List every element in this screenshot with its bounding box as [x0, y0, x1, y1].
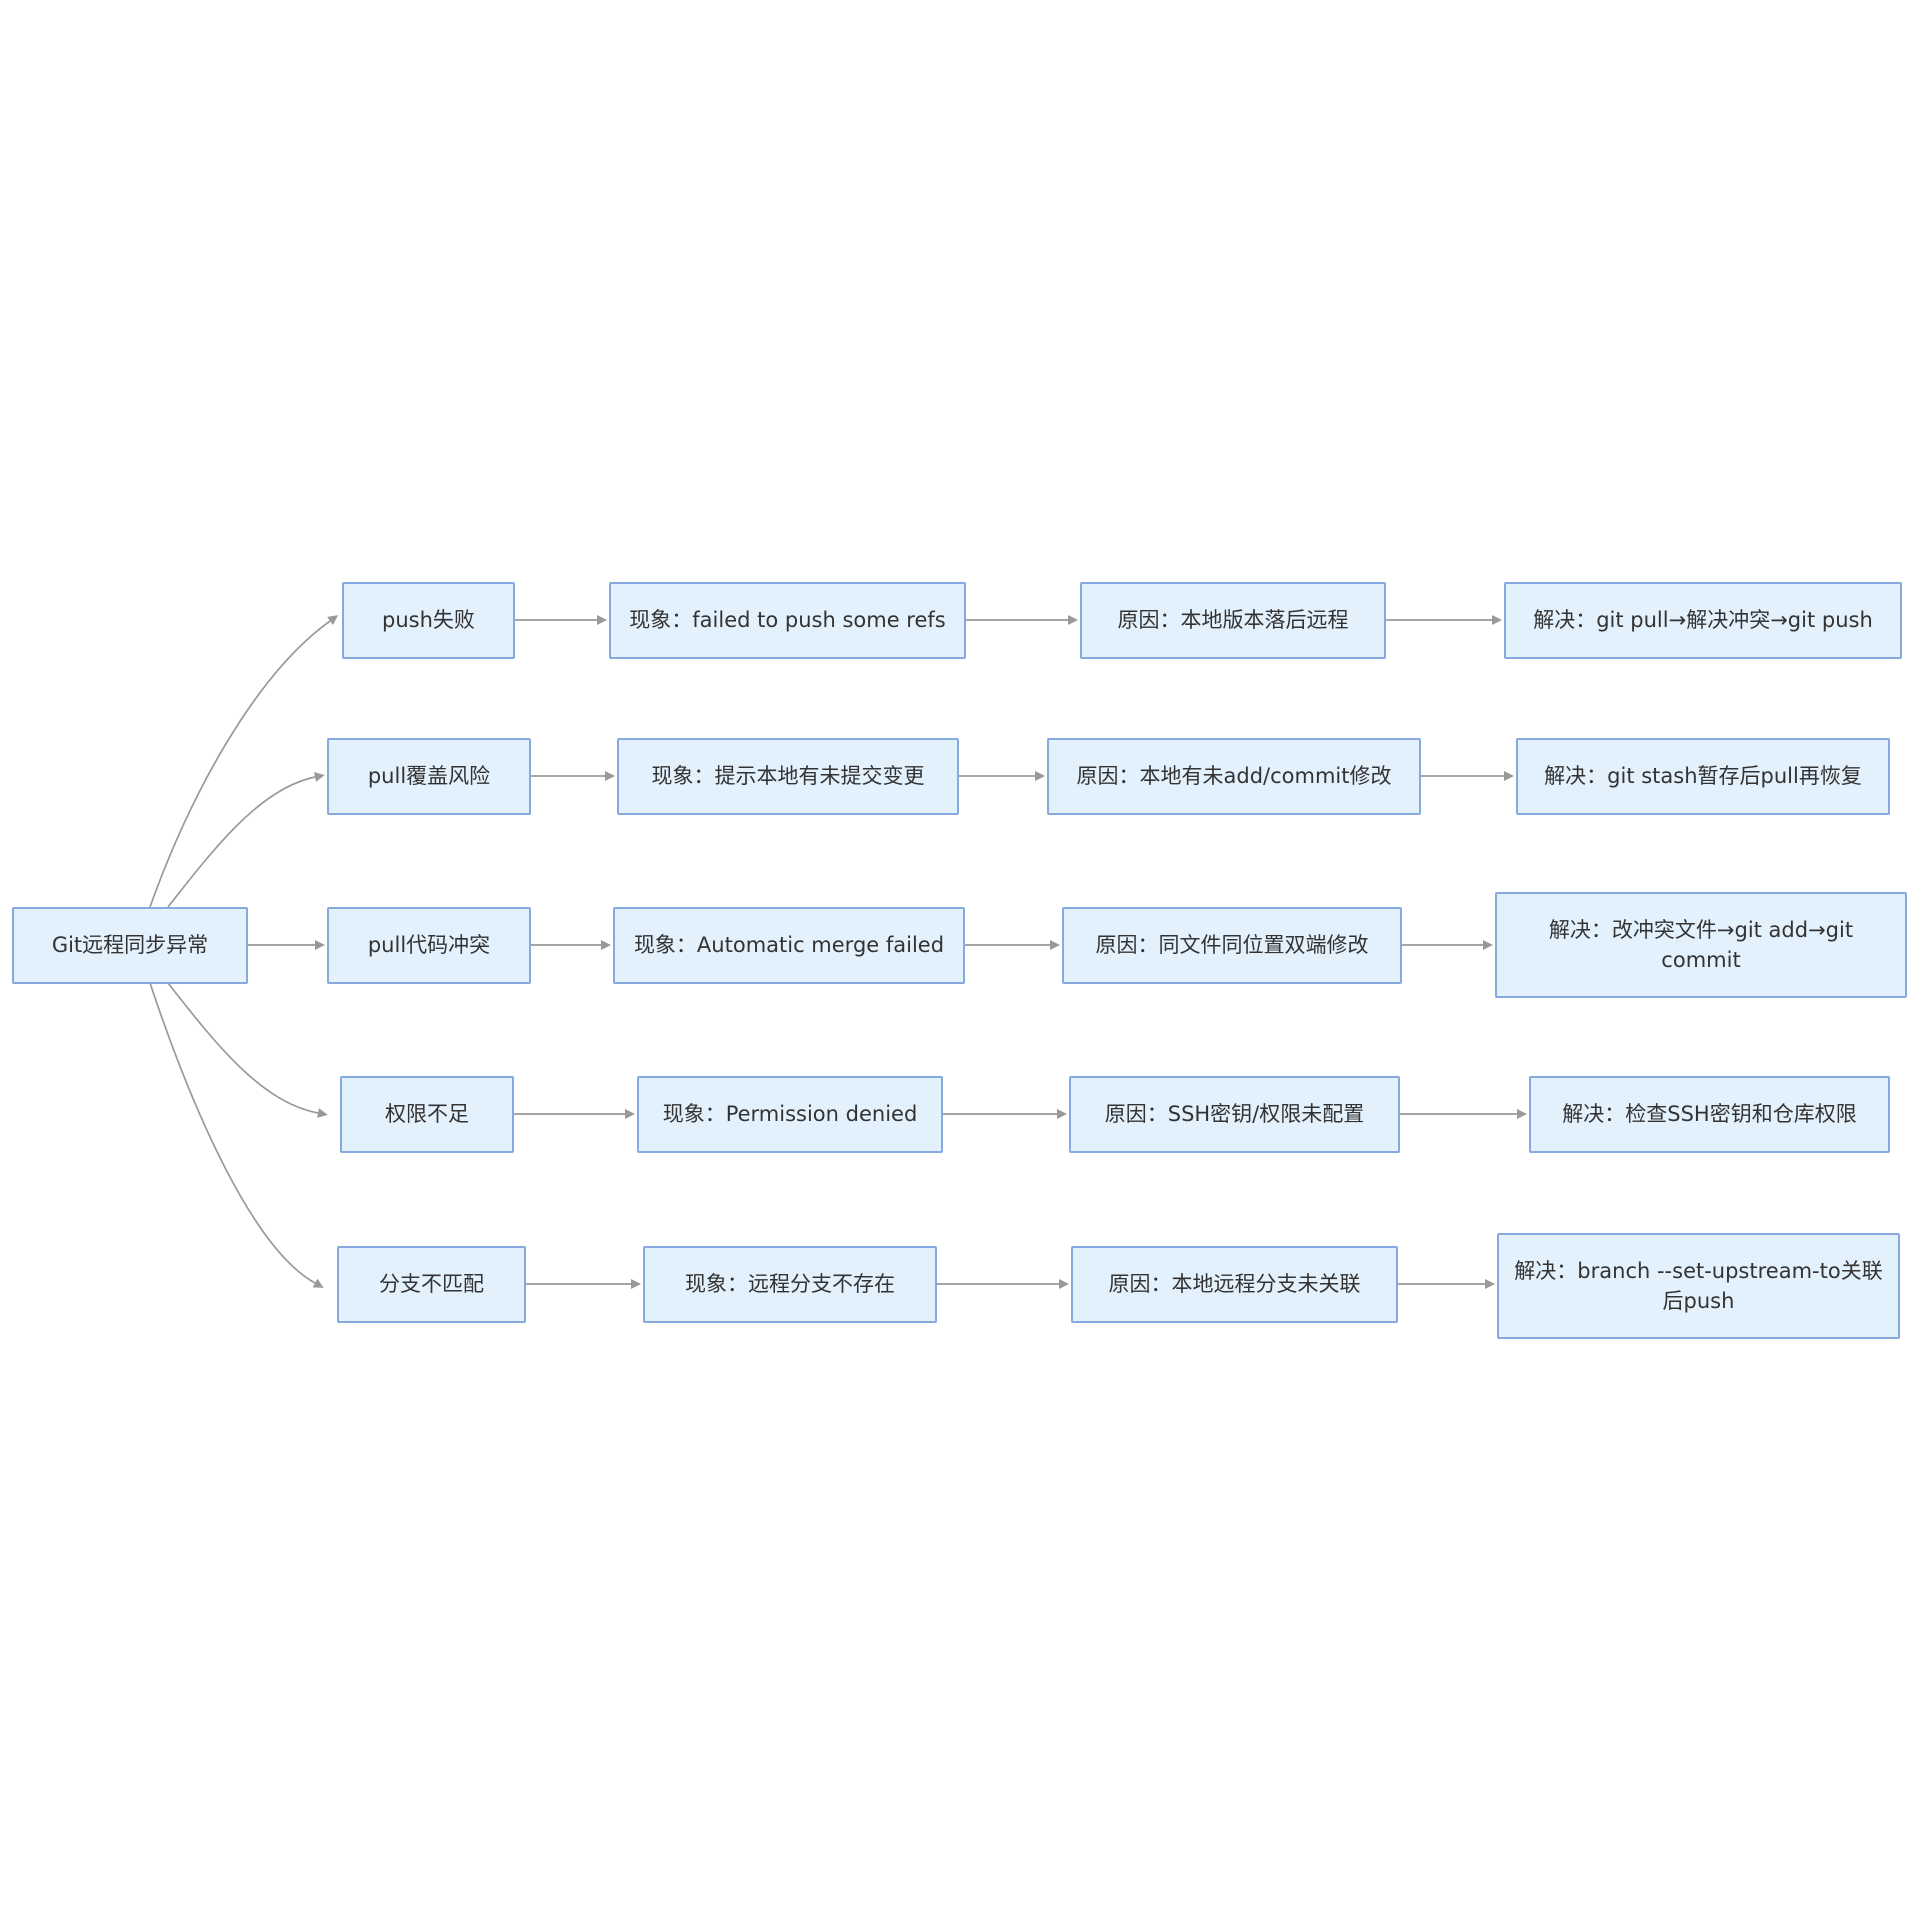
cause-node-row1: 原因：本地版本落后远程	[1080, 582, 1386, 659]
cause-node-row3: 原因：同文件同位置双端修改	[1062, 907, 1402, 984]
phenomenon-node-row1: 现象：failed to push some refs	[609, 582, 966, 659]
solution-node-row4: 解决：检查SSH密钥和仓库权限	[1529, 1076, 1890, 1153]
edge-root-issue1	[149, 615, 339, 908]
issue-node-row1: push失败	[342, 582, 515, 659]
root-node: Git远程同步异常	[12, 907, 248, 984]
issue-node-row3: pull代码冲突	[327, 907, 531, 984]
issue-node-row5: 分支不匹配	[337, 1246, 526, 1323]
issue-node-row2: pull覆盖风险	[327, 738, 531, 815]
solution-node-row3: 解决：改冲突文件→git add→git commit	[1495, 892, 1907, 998]
solution-node-row5: 解决：branch --set-upstream-to关联后push	[1497, 1233, 1900, 1339]
phenomenon-node-row4: 现象：Permission denied	[637, 1076, 943, 1153]
phenomenon-node-row3: 现象：Automatic merge failed	[613, 907, 965, 984]
phenomenon-node-row2: 现象：提示本地有未提交变更	[617, 738, 959, 815]
cause-node-row5: 原因：本地远程分支未关联	[1071, 1246, 1398, 1323]
phenomenon-node-row5: 现象：远程分支不存在	[643, 1246, 937, 1323]
cause-node-row4: 原因：SSH密钥/权限未配置	[1069, 1076, 1400, 1153]
cause-node-row2: 原因：本地有未add/commit修改	[1047, 738, 1421, 815]
edge-root-issue2	[167, 772, 325, 908]
solution-node-row1: 解决：git pull→解决冲突→git push	[1504, 582, 1902, 659]
edge-root-issue5	[149, 982, 324, 1288]
solution-node-row2: 解决：git stash暂存后pull再恢复	[1516, 738, 1890, 815]
issue-node-row4: 权限不足	[340, 1076, 514, 1153]
edge-root-issue4	[167, 982, 328, 1118]
